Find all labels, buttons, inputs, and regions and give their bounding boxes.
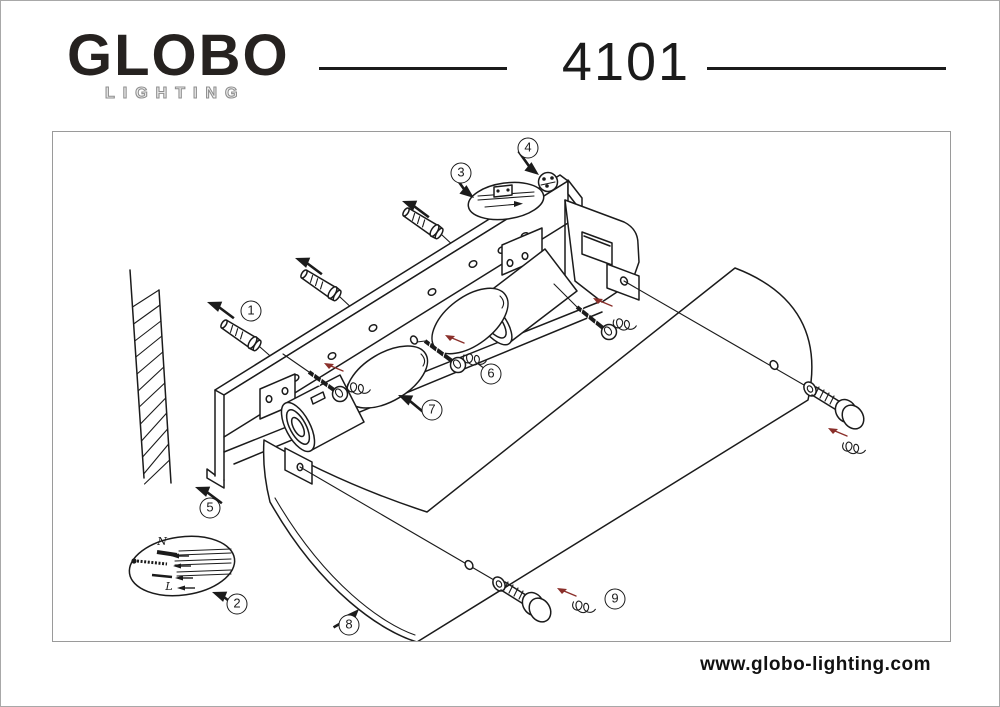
wall (129, 269, 172, 485)
thumbscrew-right (623, 280, 867, 458)
brand-logo: GLOBO (67, 23, 290, 88)
callout-1: 1 (240, 300, 262, 322)
callout-2: 2 (226, 593, 248, 615)
callout-7: 7 (421, 399, 443, 421)
insert-arrow-icon (291, 251, 328, 276)
thumbscrew-bottom (299, 466, 597, 623)
callout-4: 4 (517, 137, 539, 159)
callout-9: 9 (604, 588, 626, 610)
terminal-detail (537, 171, 559, 193)
model-number: 4101 (561, 32, 691, 92)
callout-5: 5 (199, 497, 221, 519)
wiring-label-neutral: N (156, 535, 167, 548)
wiring-label-live: L (164, 580, 172, 593)
brand-logo-subtext: LIGHTING (104, 84, 246, 102)
callout-8: 8 (338, 614, 360, 636)
cable-clamp-detail (467, 181, 545, 221)
header-rule-left (319, 67, 507, 70)
insert-arrow-icon (203, 295, 240, 320)
website-url: www.globo-lighting.com (700, 654, 931, 675)
callout-3: 3 (450, 162, 472, 184)
diagram-box: N L (52, 131, 951, 642)
wiring-detail: N L (128, 535, 236, 597)
assembly-drawing: N L (128, 149, 867, 641)
callout-6: 6 (480, 363, 502, 385)
header-rule-right (707, 67, 946, 70)
mounting-screws (282, 283, 638, 403)
glass-bracket-left (284, 447, 313, 485)
wall-hatching (131, 289, 171, 485)
right-housing (564, 199, 640, 303)
glass-shade (262, 267, 813, 641)
